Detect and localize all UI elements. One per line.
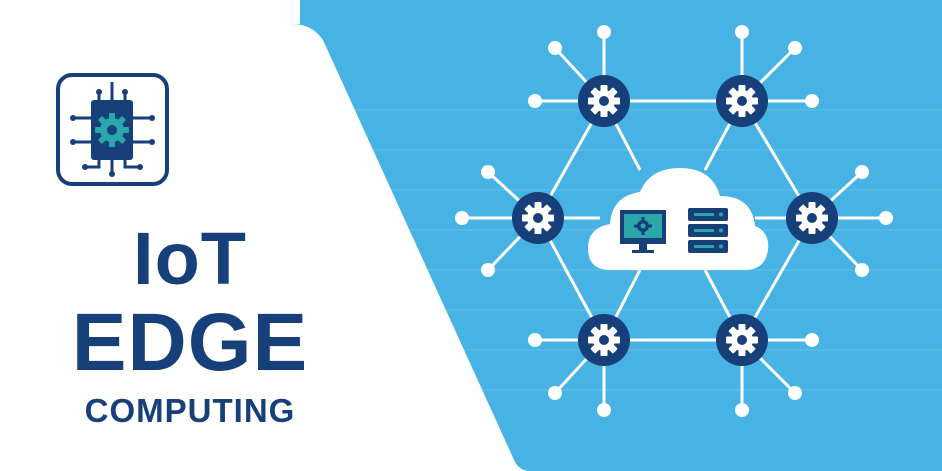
server-rack-icon xyxy=(688,208,728,253)
cloud-icon xyxy=(588,168,769,270)
gear-icon xyxy=(716,314,768,366)
gear-icon xyxy=(716,75,768,127)
title-iot: IoT xyxy=(133,217,247,300)
gear-icon xyxy=(578,75,630,127)
title-block: IoT EDGE COMPUTING xyxy=(40,217,340,429)
gear-icon xyxy=(786,192,838,244)
monitor-gear-icon xyxy=(620,210,666,253)
iot-chip-gear-icon xyxy=(56,73,169,186)
gear-icon xyxy=(512,192,564,244)
sensor-dots xyxy=(455,25,893,417)
title-edge: EDGE xyxy=(71,297,309,388)
gear-icon xyxy=(578,314,630,366)
title-computing: COMPUTING xyxy=(84,392,296,429)
